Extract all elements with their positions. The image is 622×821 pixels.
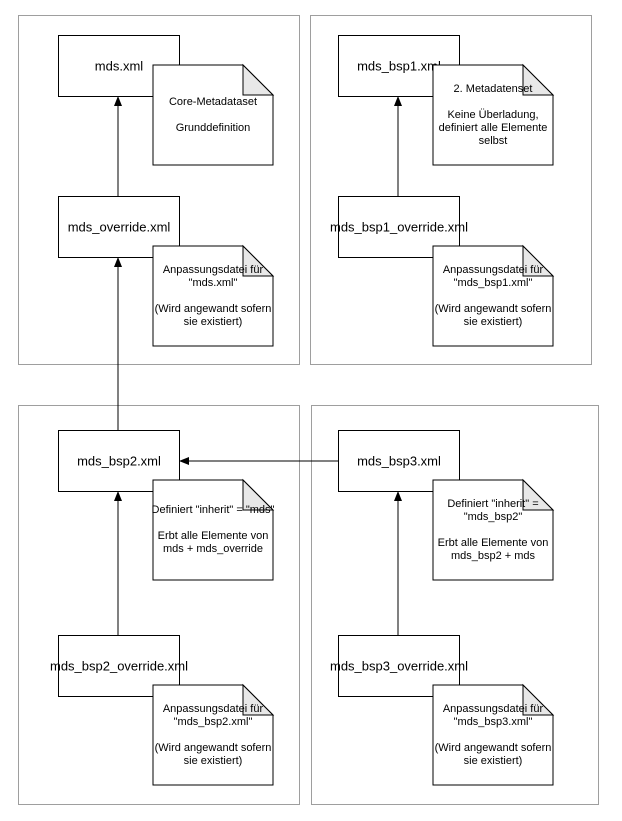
node-mds-bsp1-label: mds_bsp1.xml bbox=[357, 58, 441, 74]
node-mds-bsp2: mds_bsp2.xml bbox=[58, 430, 180, 492]
node-mds-bsp2-override-label: mds_bsp2_override.xml bbox=[49, 658, 189, 674]
node-mds-label: mds.xml bbox=[94, 58, 144, 74]
node-mds-bsp2-label: mds_bsp2.xml bbox=[77, 453, 161, 469]
node-mds-override-label: mds_override.xml bbox=[67, 219, 171, 235]
node-mds-bsp1: mds_bsp1.xml bbox=[338, 35, 460, 97]
node-mds-bsp3: mds_bsp3.xml bbox=[338, 430, 460, 492]
node-mds-bsp1-override: mds_bsp1_override.xml bbox=[330, 196, 468, 258]
node-mds-bsp3-label: mds_bsp3.xml bbox=[357, 453, 441, 469]
node-mds-bsp1-override-label: mds_bsp1_override.xml bbox=[329, 219, 469, 235]
node-mds-bsp2-override: mds_bsp2_override.xml bbox=[50, 635, 188, 697]
node-mds-override: mds_override.xml bbox=[58, 196, 180, 258]
node-mds: mds.xml bbox=[58, 35, 180, 97]
node-mds-bsp3-override: mds_bsp3_override.xml bbox=[330, 635, 468, 697]
node-mds-bsp3-override-label: mds_bsp3_override.xml bbox=[329, 658, 469, 674]
